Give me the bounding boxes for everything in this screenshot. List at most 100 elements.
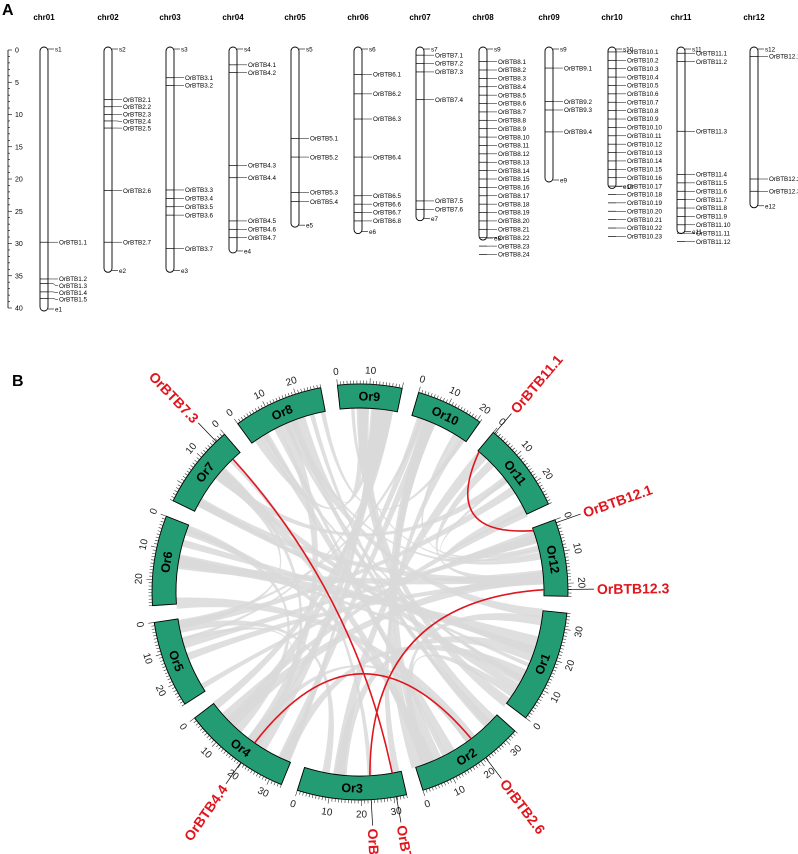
segment-tick	[297, 389, 299, 394]
segment-tick	[561, 540, 566, 542]
segment-tick	[418, 386, 421, 393]
segment-block	[296, 766, 408, 801]
segment-tick	[148, 622, 155, 624]
chromosome-title: chr09	[538, 13, 560, 22]
segment-tick	[241, 764, 245, 768]
segment-tick	[565, 622, 570, 624]
segment-tick	[299, 791, 301, 795]
gene-label: OrBTB8.3	[498, 76, 526, 83]
chromosome-chr06: chr06s6e6OrBTB6.1OrBTB6.2OrBTB6.3OrBTB6.…	[347, 13, 401, 236]
segment-tick	[151, 556, 156, 558]
gene-label: OrBTB3.5	[185, 204, 213, 211]
segment-tick	[498, 746, 502, 750]
segment-tick	[455, 776, 458, 780]
segment-tick	[495, 431, 499, 435]
segment-tick-label: 20	[539, 467, 554, 483]
segment-tick	[452, 777, 457, 784]
red-label-text: OrBTB12.1	[581, 481, 655, 520]
segment-tick	[551, 672, 555, 675]
segment-tick	[159, 524, 164, 526]
gene-label: OrBTB12.1	[769, 54, 798, 61]
chromosome-bar	[103, 46, 113, 273]
segment-tick-label: 0	[210, 418, 222, 430]
segment-tick-label: 20	[134, 573, 146, 585]
segment-tick	[524, 462, 528, 466]
segment-tick	[539, 484, 543, 488]
segment-tick	[160, 513, 167, 517]
chromosome-chr09: chr09s9e9OrBTB9.1OrBTB9.2OrBTB9.3OrBTB9.…	[538, 13, 592, 185]
gene-label: OrBTB2.5	[123, 125, 151, 132]
gene-label: OrBTB8.5	[498, 92, 526, 99]
segment-tick	[225, 752, 229, 756]
segment-tick-label: 0	[177, 722, 189, 733]
gray-link	[197, 499, 536, 655]
start-marker-label: s2	[119, 47, 126, 54]
segment-tick	[152, 552, 156, 555]
segment-tick	[192, 462, 196, 466]
segment-tick	[472, 766, 476, 770]
segment-tick	[393, 797, 396, 804]
segment-tick	[223, 750, 227, 754]
segment-tick	[512, 733, 516, 736]
start-marker-label: s9	[560, 47, 567, 54]
gene-label: OrBTB8.7	[498, 109, 526, 116]
segment-tick	[467, 770, 470, 774]
segment-tick	[220, 748, 224, 752]
red-link	[232, 458, 393, 774]
segment-tick	[174, 490, 178, 493]
red-gene-label: OrBTB3.4	[365, 799, 384, 854]
red-label-text: OrBTB3.7	[394, 824, 421, 854]
gene-label: OrBTB6.2	[373, 91, 401, 98]
gene-label: OrBTB10.19	[627, 200, 662, 207]
gene-label: OrBTB7.6	[435, 207, 463, 214]
gray-link	[249, 417, 425, 744]
segment-tick-label: 0	[148, 507, 160, 517]
chromosome-chr04: chr04s4e4OrBTB4.1OrBTB4.2OrBTB4.3OrBTB4.…	[222, 13, 276, 255]
chromosome-chr02: chr02s2e2OrBTB2.1OrBTB2.2OrBTB2.3OrBTB2.…	[97, 13, 151, 275]
segment-tick	[315, 795, 317, 799]
chromosome-title: chr05	[284, 13, 306, 22]
segment-tick	[327, 797, 330, 804]
gene-label: OrBTB10.12	[627, 141, 662, 148]
start-marker-label: s7	[431, 47, 438, 54]
segment-tick	[171, 686, 176, 690]
segment-tick	[257, 406, 260, 410]
red-label-leader	[485, 757, 502, 779]
gene-label: OrBTB10.16	[627, 175, 662, 182]
segment-tick	[558, 654, 562, 656]
end-marker-label: e3	[181, 268, 189, 275]
chromosome-bar	[676, 46, 686, 235]
segment-tick	[194, 459, 198, 463]
segment-tick	[401, 382, 404, 389]
gene-label: OrBTB11.5	[696, 180, 728, 187]
gene-label: OrBTB11.6	[696, 188, 728, 195]
segment-tick	[502, 438, 506, 442]
gene-label: OrBTB5.1	[310, 136, 338, 143]
chromosome-chr01: chr01s1e1OrBTB1.1OrBTB1.2OrBTB1.3OrBTB1.…	[33, 13, 87, 314]
segment-tick	[436, 395, 439, 399]
gene-label: OrBTB8.10	[498, 134, 530, 141]
gene-label: OrBTB6.1	[373, 72, 401, 79]
segment-tick	[150, 545, 157, 548]
gene-label: OrBTB11.11	[696, 230, 731, 237]
segment-tick	[558, 527, 562, 530]
segment-tick	[477, 415, 481, 421]
chromosome-title: chr02	[97, 13, 119, 22]
gene-label: OrBTB7.4	[435, 97, 463, 104]
gene-label: OrBTB7.1	[435, 52, 463, 59]
gene-label: OrBTB10.7	[627, 99, 659, 106]
segment-tick	[439, 396, 442, 401]
segment-tick	[302, 792, 304, 796]
segment-tick-label: 0	[134, 621, 146, 629]
segment-tick	[431, 786, 434, 791]
segment-tick	[269, 400, 272, 404]
segment-tick-label: 10	[138, 538, 151, 552]
red-label-leader	[396, 796, 402, 823]
gene-label: OrBTB10.22	[627, 225, 662, 232]
segment-tick	[253, 771, 256, 775]
gene-label: OrBTB8.12	[498, 151, 530, 158]
segment-tick-label: 20	[575, 577, 586, 589]
segment-tick-label: 10	[252, 388, 267, 403]
